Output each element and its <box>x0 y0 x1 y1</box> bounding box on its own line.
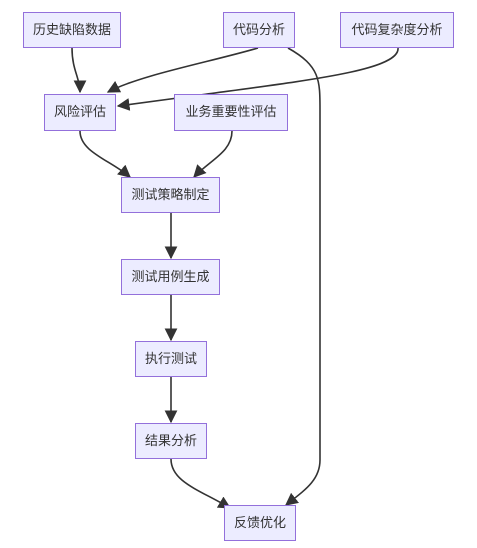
edge-risk-to-strategy <box>79 130 131 178</box>
node-risk-assessment: 风险评估 <box>44 94 116 131</box>
node-risk-assessment-label: 风险评估 <box>53 105 106 120</box>
node-execute-tests: 执行测试 <box>135 341 207 377</box>
node-feedback-optimization-label: 反馈优化 <box>233 515 286 531</box>
node-test-strategy: 测试策略制定 <box>121 177 220 213</box>
edge-complexity-to-risk <box>116 47 399 111</box>
edge-code-analysis-to-feedback <box>284 47 321 506</box>
edge-result-to-feedback <box>170 458 232 509</box>
node-code-complexity-label: 代码复杂度分析 <box>351 22 443 38</box>
node-code-analysis: 代码分析 <box>223 12 295 48</box>
node-result-analysis-label: 结果分析 <box>144 433 197 449</box>
node-test-case-generation: 测试用例生成 <box>121 259 220 295</box>
node-business-importance-label: 业务重要性评估 <box>185 105 277 120</box>
node-test-strategy-label: 测试策略制定 <box>131 187 210 203</box>
node-defect-history-label: 历史缺陷数据 <box>32 22 111 38</box>
edge-code-analysis-to-risk <box>106 47 259 93</box>
node-code-complexity: 代码复杂度分析 <box>340 12 454 48</box>
edge-defect-history-to-risk <box>71 47 87 94</box>
edge-business-to-strategy <box>193 130 233 178</box>
node-feedback-optimization: 反馈优化 <box>224 505 296 541</box>
node-business-importance: 业务重要性评估 <box>174 94 288 131</box>
node-execute-tests-label: 执行测试 <box>144 351 197 367</box>
node-code-analysis-label: 代码分析 <box>232 22 285 38</box>
node-result-analysis: 结果分析 <box>135 423 207 459</box>
node-test-case-generation-label: 测试用例生成 <box>131 269 210 285</box>
node-defect-history: 历史缺陷数据 <box>23 12 121 48</box>
